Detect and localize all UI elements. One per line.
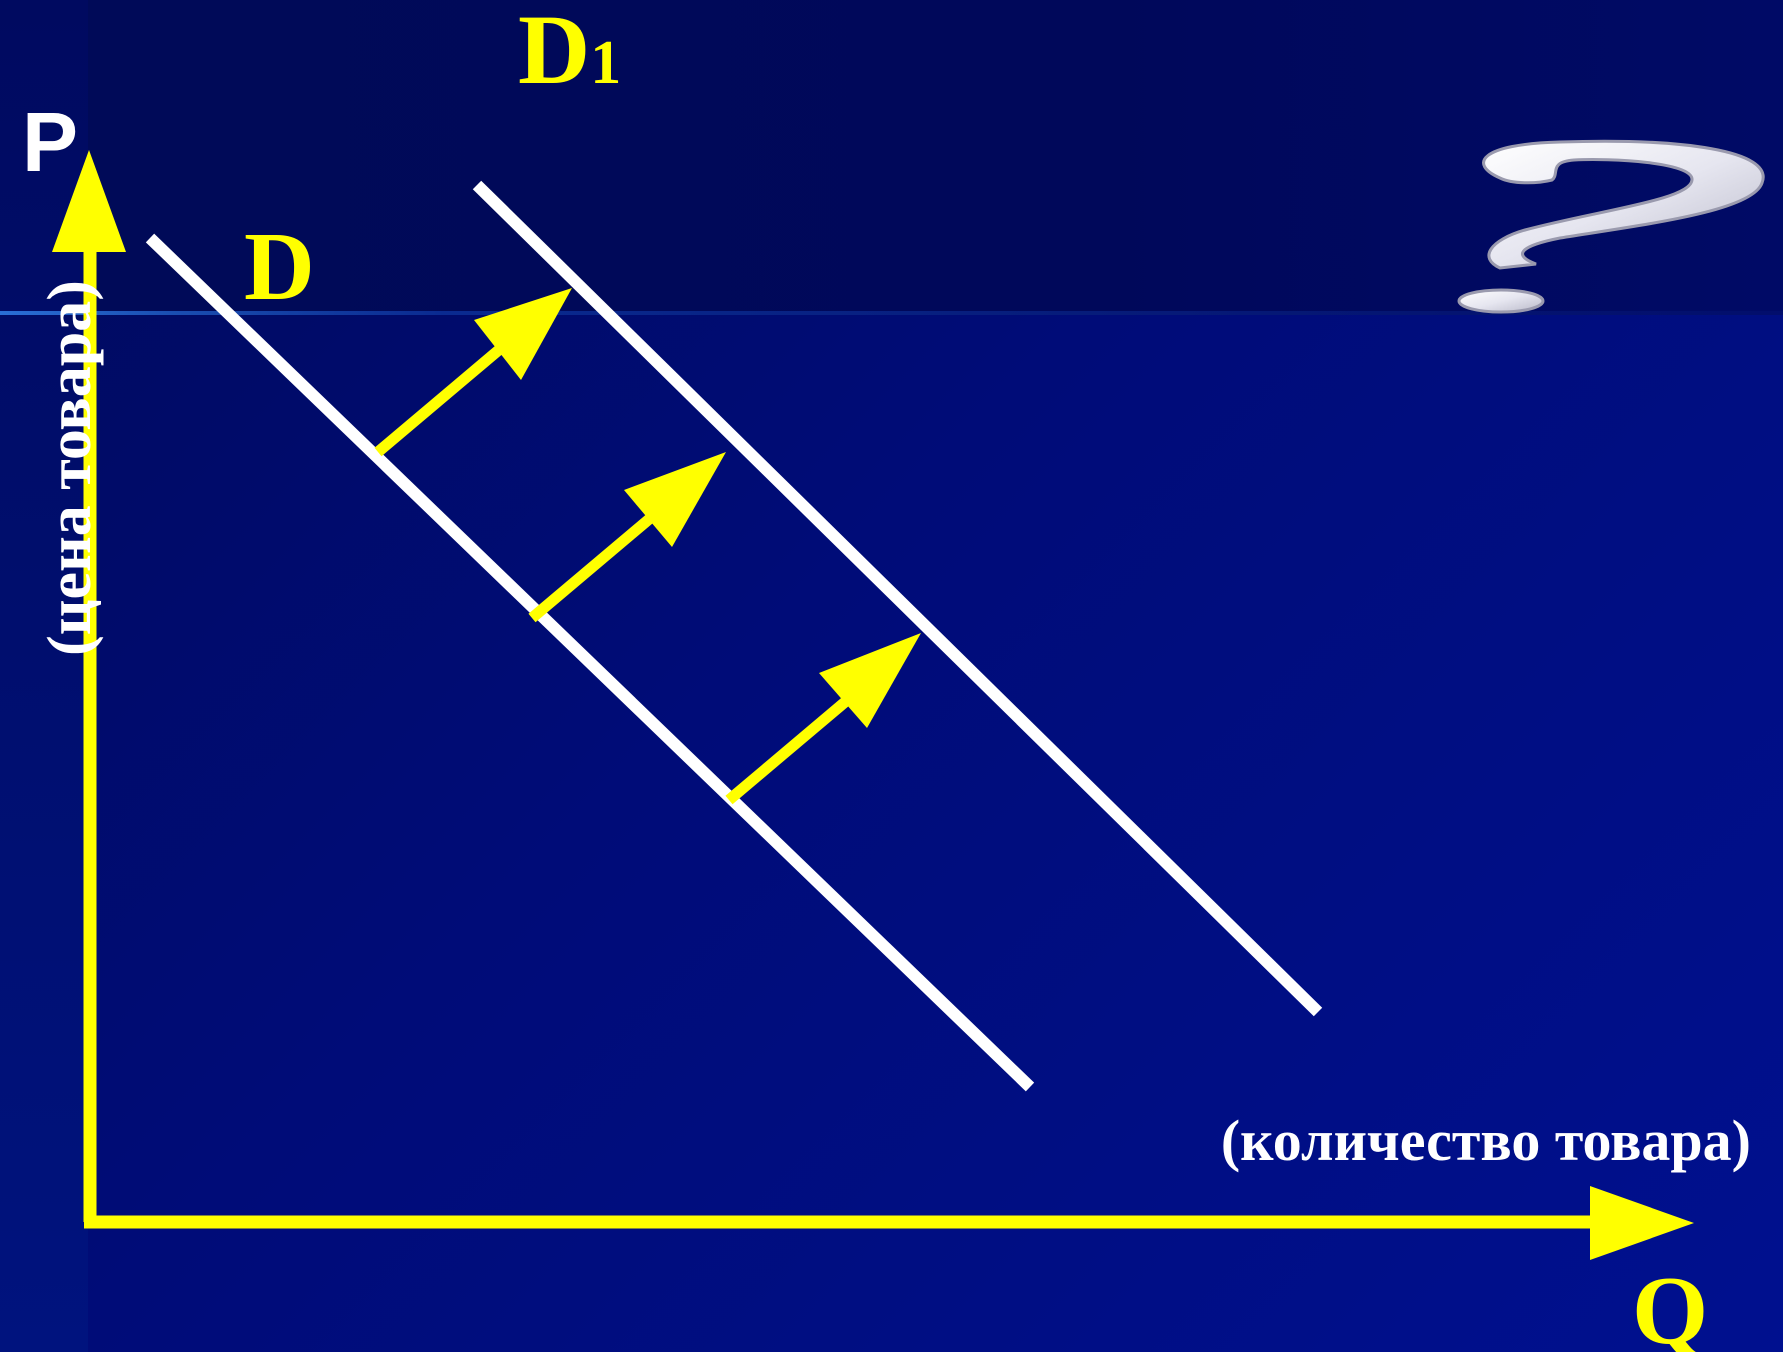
x-axis-symbol: Q — [1632, 1257, 1709, 1352]
demand-curve-label-d1-subscript: 1 — [590, 29, 622, 97]
x-axis-caption: (количество товара) — [1220, 1108, 1751, 1173]
shift-arrow — [528, 452, 726, 623]
shift-arrow-shaft — [725, 681, 868, 805]
shift-arrow — [725, 633, 921, 805]
demand-curve-label-d1-main: D — [518, 0, 591, 105]
demand-curve-d — [145, 233, 1035, 1092]
x-axis-arrowhead — [1590, 1186, 1694, 1260]
shift-arrow-head — [474, 288, 572, 380]
shift-arrow-head — [624, 452, 726, 547]
y-axis-symbol: P — [22, 95, 79, 189]
y-axis-caption: (цена товара) — [36, 280, 104, 656]
x-axis — [84, 1186, 1694, 1260]
question-mark-icon — [1457, 139, 1765, 314]
shift-arrow — [374, 288, 572, 457]
band-divider — [0, 311, 1783, 315]
shift-arrow-shaft — [528, 499, 671, 623]
shift-arrow-shaft — [374, 333, 517, 457]
demand-curve-d1 — [472, 180, 1323, 1017]
y-axis-arrowhead — [52, 150, 126, 252]
demand-curve-label-d1: D1 — [518, 0, 621, 100]
y-axis — [52, 150, 126, 1222]
demand-curve-label-d: D — [244, 213, 315, 321]
shift-arrow-head — [819, 633, 921, 728]
